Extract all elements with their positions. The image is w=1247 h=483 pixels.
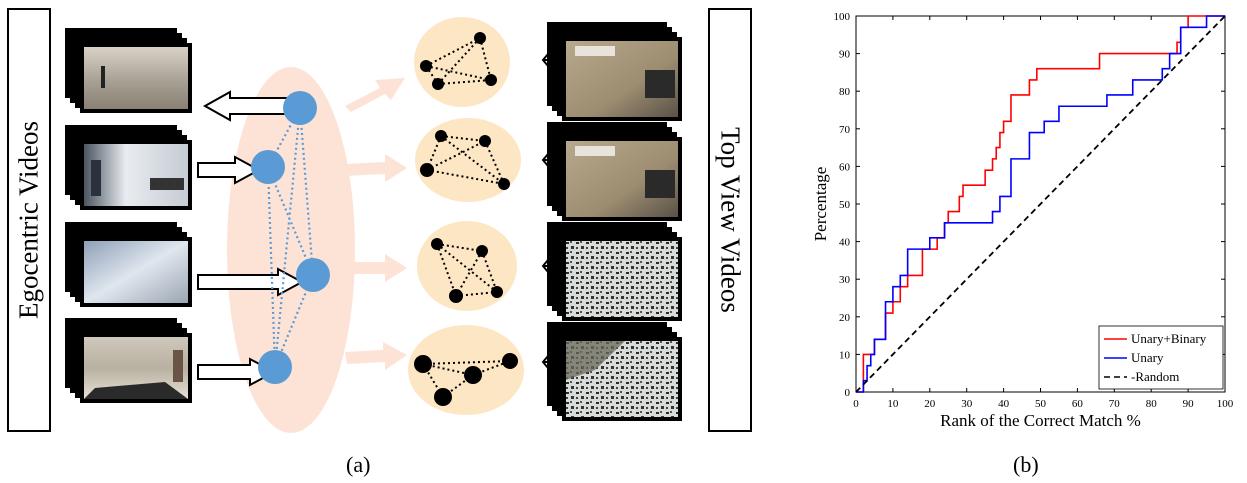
egocentric-videos-text: Egocentric Videos xyxy=(13,120,44,320)
chart-series xyxy=(855,15,1226,393)
y-tick-label: 90 xyxy=(839,49,851,61)
x-tick-label: 70 xyxy=(1109,398,1121,410)
graph-4 xyxy=(408,325,524,415)
graph-2 xyxy=(415,118,521,202)
series-line-1 xyxy=(856,15,1225,393)
cmc-chart: 0 10 20 30 40 50 60 70 80 90 100 0 10 20 30 40 50 60 70 80 9… xyxy=(811,11,1234,430)
egocentric-videos-label: Egocentric Videos xyxy=(7,8,51,432)
x-tick-label: 100 xyxy=(1217,398,1234,410)
x-tick-label: 20 xyxy=(924,398,936,410)
top-view-videos-label: Top View Videos xyxy=(708,8,752,432)
series-line-3 xyxy=(855,15,1226,393)
y-tick-label: 40 xyxy=(839,237,851,249)
legend-label-3: -Random xyxy=(1131,369,1179,384)
caption-a: (a) xyxy=(346,452,371,477)
legend-label-2: Unary xyxy=(1131,350,1164,365)
y-tick-label: 100 xyxy=(834,11,851,23)
caption-b: (b) xyxy=(1013,452,1039,477)
y-axis-label: Percentage xyxy=(811,167,830,242)
ego-video-stack-2 xyxy=(65,125,192,210)
ego-node-4 xyxy=(258,350,292,384)
y-tick-label: 50 xyxy=(839,199,851,211)
ego-node-3 xyxy=(296,258,330,292)
x-tick-label: 90 xyxy=(1183,398,1195,410)
x-axis-label: Rank of the Correct Match % xyxy=(940,411,1141,430)
x-tick-label: 80 xyxy=(1146,398,1158,410)
x-tick-label: 50 xyxy=(1035,398,1047,410)
topview-video-stack-2 xyxy=(547,122,682,221)
pipeline-diagram xyxy=(65,17,682,433)
y-tick-label: 80 xyxy=(839,86,851,98)
ego-node-1 xyxy=(283,91,317,125)
topview-video-stack-1 xyxy=(547,22,682,121)
ego-node-2 xyxy=(251,150,285,184)
y-tick-label: 30 xyxy=(839,274,851,286)
x-tick-label: 10 xyxy=(887,398,899,410)
x-tick-label: 0 xyxy=(853,398,859,410)
y-tick-label: 10 xyxy=(839,349,851,361)
y-tick-label: 20 xyxy=(839,312,851,324)
x-tick-label: 30 xyxy=(961,398,973,410)
topview-video-stack-4 xyxy=(547,322,682,421)
x-tick-label: 40 xyxy=(998,398,1010,410)
y-tick-label: 0 xyxy=(845,387,851,399)
embedding-nodes xyxy=(251,91,330,384)
graph-1 xyxy=(414,17,510,107)
legend-label-1: Unary+Binary xyxy=(1131,331,1207,346)
y-tick-label: 70 xyxy=(839,124,851,136)
y-tick-label: 60 xyxy=(839,161,851,173)
hollow-arrows xyxy=(197,90,305,387)
ego-video-stack-4 xyxy=(65,318,192,403)
mapping-arrows xyxy=(345,78,407,370)
topview-video-stack-3 xyxy=(547,222,682,321)
graph-3 xyxy=(417,221,517,311)
series-line-2 xyxy=(856,15,1225,393)
chart-ticks: 0 10 20 30 40 50 60 70 80 90 100 0 10 20 30 40 50 60 70 80 9… xyxy=(834,11,1234,410)
ego-video-stack-1 xyxy=(65,28,192,113)
ego-video-stack-3 xyxy=(65,222,192,307)
x-tick-label: 60 xyxy=(1072,398,1084,410)
